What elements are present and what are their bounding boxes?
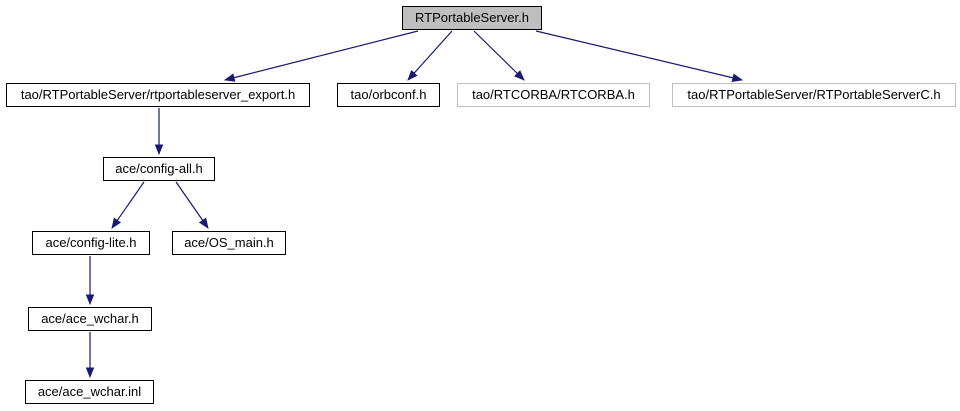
node-rtcorba-h: tao/RTCORBA/RTCORBA.h bbox=[457, 83, 650, 107]
node-orbconf-h[interactable]: tao/orbconf.h bbox=[337, 83, 440, 107]
node-config-lite-h[interactable]: ace/config-lite.h bbox=[32, 231, 150, 255]
edge-root-to-rtportableserverc bbox=[535, 30, 744, 82]
node-config-all-h[interactable]: ace/config-all.h bbox=[103, 157, 215, 181]
edge-config-all-to-config-lite bbox=[111, 181, 145, 229]
node-rtportableserver-export-h[interactable]: tao/RTPortableServer/rtportableserver_ex… bbox=[6, 83, 310, 107]
node-ace-wchar-h[interactable]: ace/ace_wchar.h bbox=[28, 307, 152, 331]
edge-config-all-to-os-main bbox=[175, 181, 209, 229]
edge-root-to-orbconf bbox=[407, 30, 453, 81]
node-rtportableserverc-h: tao/RTPortableServer/RTPortableServerC.h bbox=[672, 83, 956, 107]
node-ace-wchar-inl[interactable]: ace/ace_wchar.inl bbox=[25, 380, 154, 404]
node-rtportableserver-h: RTPortableServer.h bbox=[402, 6, 542, 30]
node-os-main-h[interactable]: ace/OS_main.h bbox=[172, 231, 286, 255]
edge-root-to-rtcorba bbox=[473, 30, 525, 81]
edge-root-to-export bbox=[223, 30, 419, 82]
